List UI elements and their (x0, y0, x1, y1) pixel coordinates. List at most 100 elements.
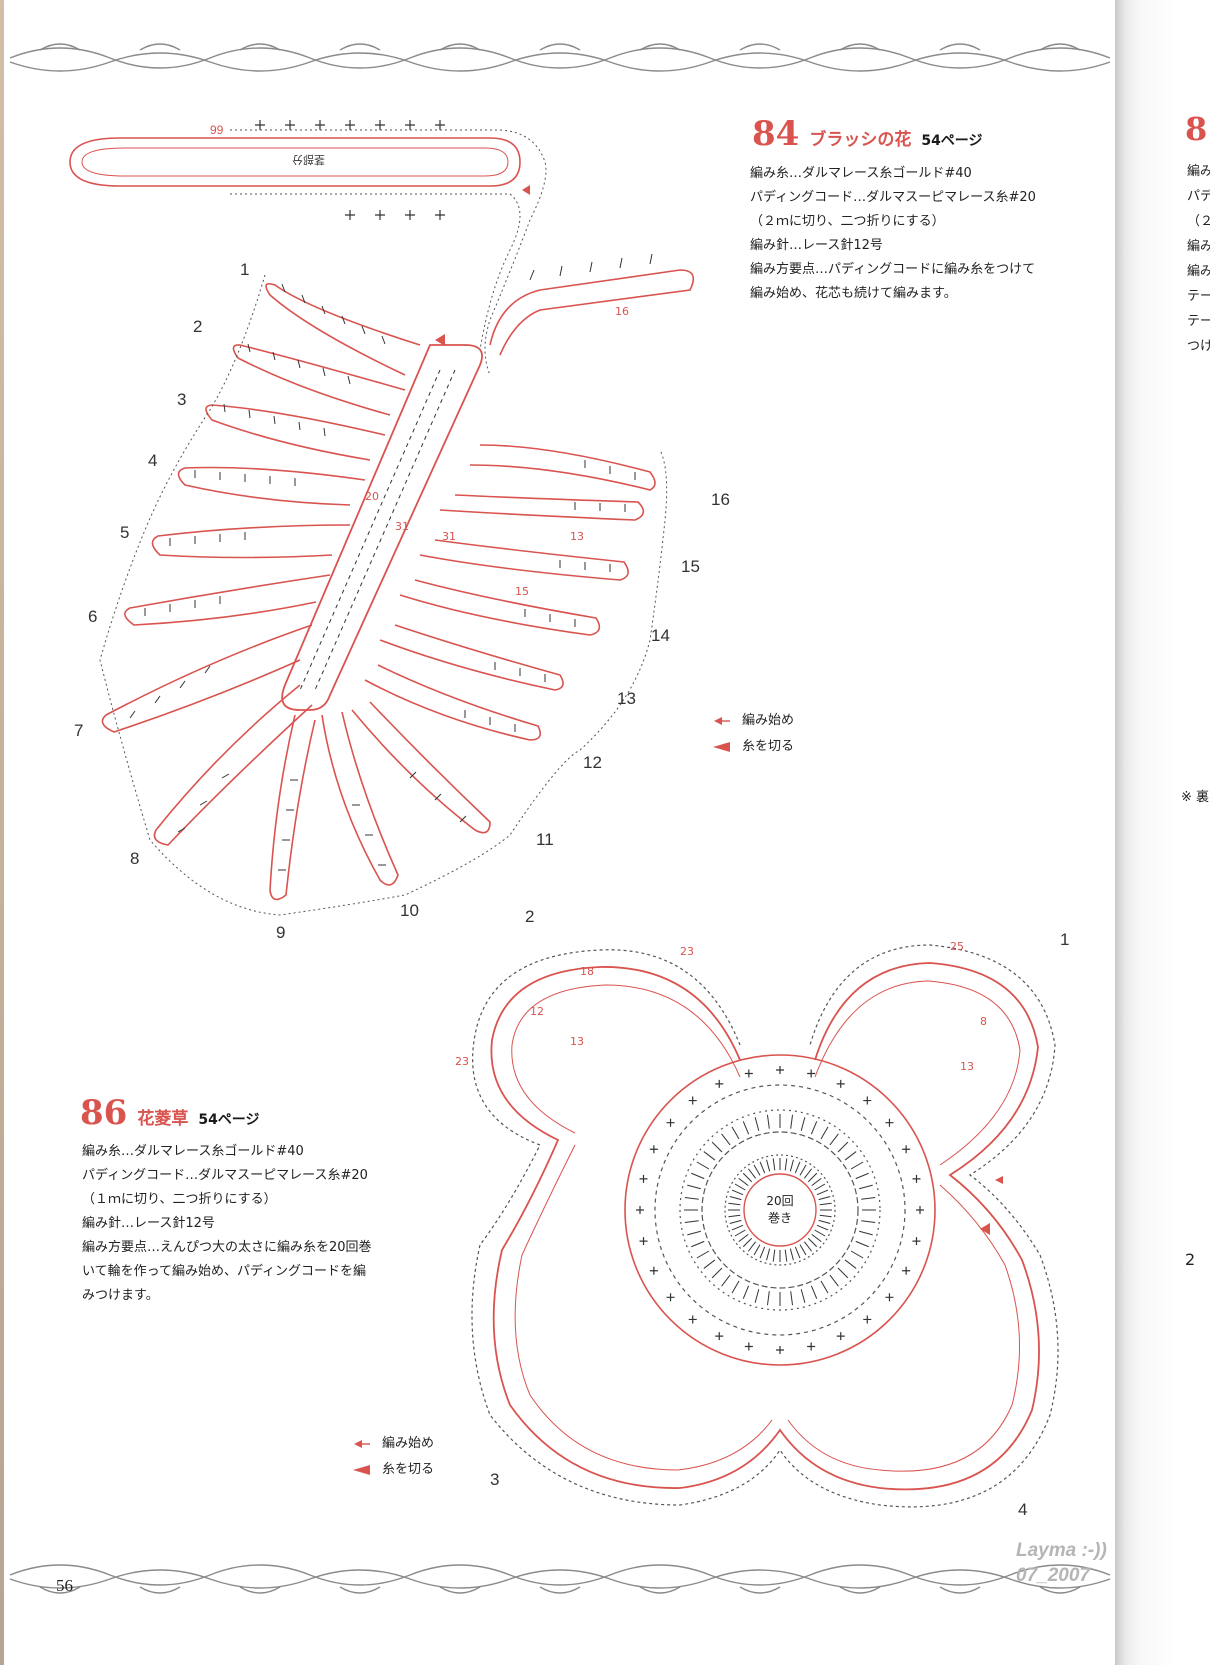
plus-stitch (912, 1174, 921, 1183)
stitch-mark (684, 1196, 699, 1200)
outer-cord (490, 962, 1040, 1491)
stitch-mark (859, 1230, 873, 1236)
stitch-mark (819, 1214, 832, 1218)
triangle-icon (353, 1465, 370, 1475)
stitch-mark (859, 1184, 873, 1190)
spec-line: 編み方要点…パディングコードに編み糸をつけて (750, 262, 1036, 277)
petal-number: 7 (74, 721, 83, 740)
spec-line: 編み糸…ダルマレース糸ゴールド#40 (750, 166, 972, 181)
stitch-mark (810, 1121, 818, 1135)
stitch-mark (759, 1161, 766, 1174)
stitch-mark (803, 1241, 813, 1252)
pattern-86-heading: 86 花菱草 54ページ (80, 1093, 260, 1133)
plus-stitch (902, 1145, 911, 1154)
spec-line: パディングコード…ダルマスーピマレース糸#20 (82, 1168, 368, 1183)
pattern-84-diagram: 99 茎部分 (60, 100, 740, 1000)
plus-stitch (863, 1096, 872, 1105)
stitch-mark (829, 1133, 839, 1146)
triangle-icon (713, 742, 730, 752)
stitch-mark (684, 1220, 699, 1224)
leaflet-stitches (129, 283, 636, 871)
petal-number: 3 (177, 390, 186, 409)
row-mark: 20 (365, 490, 379, 503)
plus-stitch (666, 1293, 675, 1302)
stitch-mark (742, 1285, 750, 1299)
plus-stitch (649, 1266, 658, 1275)
stitch-mark (861, 1196, 876, 1200)
stitch-mark (753, 1164, 761, 1176)
spec-line: みつけます。 (82, 1288, 159, 1303)
spec-line: パディングコード…ダルマスーピマレース糸#20 (750, 190, 1036, 205)
start-marker-icon (995, 1176, 1003, 1184)
stitch-mark (814, 1229, 826, 1237)
row-mark: 8 (980, 1015, 987, 1028)
spine (281, 344, 483, 711)
stitch-mark (729, 1196, 742, 1201)
row-mark: 16 (615, 305, 629, 318)
petal-number: 4 (1018, 1500, 1027, 1519)
stitch-mark (829, 1274, 839, 1287)
stitch-mark (742, 1121, 750, 1135)
poppy-chart: 20回 巻き 1 2 3 4 18 13 12 23 25 8 23 13 (455, 907, 1069, 1519)
cut-marker-icon (522, 185, 530, 195)
stitch-row (255, 120, 445, 220)
spec-line: 編み方要点…えんぴつ大の太さに編み糸を20回巻 (82, 1240, 372, 1255)
plus-stitch (776, 1066, 784, 1074)
stitch-mark (790, 1291, 794, 1306)
plus-stitch (807, 1342, 816, 1351)
legend-row: 編み始め (352, 1431, 434, 1457)
stitch-mark (837, 1267, 849, 1279)
upper-stem-stitches (529, 253, 653, 281)
stitch-mark (844, 1259, 857, 1269)
petal-number: 11 (536, 830, 554, 849)
stitch-mark (789, 1159, 794, 1172)
stitch-mark (818, 1196, 831, 1201)
stitch-mark (754, 1117, 760, 1131)
facing-spec-line: つけ (1187, 339, 1210, 354)
stitch-mark (711, 1267, 723, 1279)
pattern-title: ブラッシの花 (809, 130, 912, 150)
petal-numbers: 1 2 3 4 5 6 7 8 9 10 11 12 13 14 15 16 (74, 260, 730, 942)
radial-stitches (684, 1114, 876, 1306)
stitch-mark (696, 1161, 710, 1170)
pattern-number: 86 (80, 1093, 128, 1133)
stitch-mark (703, 1151, 716, 1161)
stitch-mark (754, 1289, 760, 1303)
facing-spec-line: 編み (1187, 164, 1210, 179)
stem-note: 茎部分 (292, 153, 325, 167)
stitch-mark (747, 1168, 757, 1179)
facing-spec-line: パデ (1187, 189, 1210, 204)
stitch-mark (799, 1164, 807, 1176)
stitch-mark (818, 1219, 831, 1224)
plus-stitch (836, 1332, 845, 1341)
stitch-mark (844, 1151, 857, 1161)
stem-loop (69, 137, 521, 187)
spec-line: （１ｍに切り、二つ折りにする） (82, 1192, 277, 1207)
plus-stitch (744, 1342, 753, 1351)
stitch-mark (820, 1280, 829, 1294)
legend-label: 編み始め (742, 713, 795, 728)
stitch-mark (850, 1161, 864, 1170)
stitch-mark (784, 1249, 788, 1262)
plus-stitch (639, 1237, 648, 1246)
row-mark: 13 (960, 1060, 974, 1073)
bottom-ornament (9, 1564, 1111, 1594)
row-mark: 15 (515, 585, 529, 598)
pattern-86-diagram: 20回 巻き 1 2 3 4 18 13 12 23 25 8 23 13 (450, 905, 1110, 1540)
stitch-mark (811, 1177, 822, 1187)
row-mark: 13 (570, 530, 584, 543)
legend-label: 糸を切る (382, 1462, 435, 1477)
petal-number: 12 (583, 753, 602, 772)
stitch-mark (850, 1250, 864, 1259)
fern-chart: 99 茎部分 (69, 120, 730, 942)
stitch-mark (807, 1172, 818, 1183)
signature-line: 07_2007 (1016, 1565, 1090, 1586)
stitch-mark (691, 1240, 705, 1248)
petal-number: 9 (276, 923, 285, 942)
row-mark: 12 (530, 1005, 544, 1018)
stitch-mark (742, 1172, 753, 1183)
plus-stitch (666, 1118, 675, 1127)
row-marks: 31 20 31 16 15 13 (365, 305, 629, 598)
spec-line: いて輪を作って編み始め、パディングコードを編 (82, 1264, 367, 1279)
stitch-mark (738, 1177, 749, 1187)
